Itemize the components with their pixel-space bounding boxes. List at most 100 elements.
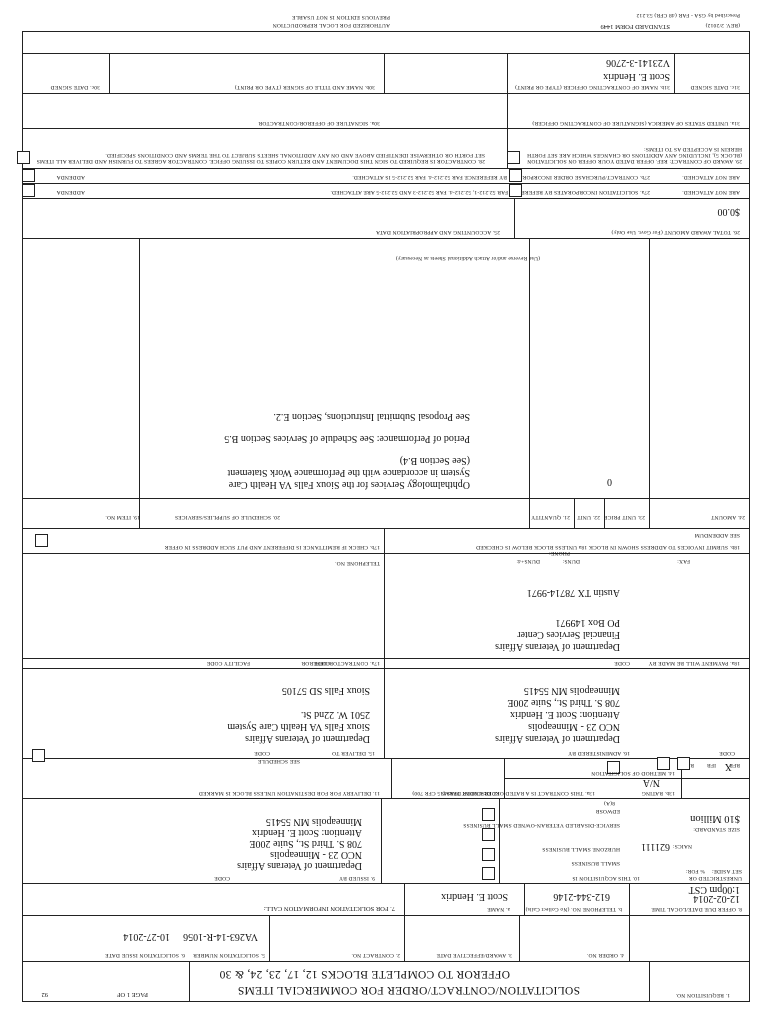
administered-line-4: 708 S. Third St., Suite 200E	[507, 697, 620, 708]
ifb-label: IFB	[706, 762, 716, 768]
schedule-line-4: Period of Performance: See Schedule of S…	[224, 433, 470, 444]
issued-by-line-4: Attention: Scott E. Hendrix	[252, 827, 362, 838]
total-award-value: $0.00	[717, 206, 741, 217]
issued-by-line-3: 708 S. Third St., Suite 200E	[249, 838, 362, 849]
offeror-signature-label: 30a. SIGNATURE OF OFFEROR/CONTRACTOR	[258, 120, 380, 126]
see-schedule-label: SEE SCHEDULE	[257, 758, 300, 764]
solicitation-number: VA263-14-R-1056	[183, 931, 258, 942]
unrestricted-label: UNRESTRICTED OR	[688, 875, 742, 881]
info-call-label: 7. FOR SOLICITATION INFORMATION CALL:	[263, 905, 395, 912]
are-not-checkbox-b[interactable]	[509, 169, 522, 182]
administered-line-3: Attention: Scott E. Hendrix	[510, 709, 620, 720]
deliver-to-line-1: Department of Veterans Affairs	[245, 733, 370, 744]
facility-code-label: FACILITY CODE	[206, 660, 250, 666]
are-attached-checkbox-b[interactable]	[22, 169, 35, 182]
issue-date-label: 6. SOLICITATION ISSUE DATE	[105, 952, 185, 958]
prescribed-by: Prescribed by GSA - FAR (48 CFR) 53.212	[636, 12, 740, 18]
method-label: 14. METHOD OF SOLICITATION	[591, 770, 675, 776]
accounting-label: 25. ACCOUNTING AND APPROPRIATION DATA	[375, 229, 500, 235]
issued-by-code-label: CODE	[214, 875, 230, 881]
quantity-value: 0	[607, 476, 612, 487]
administered-line-5: Minneapolis MN 55415	[523, 685, 620, 696]
option-8a: 8(A)	[603, 800, 615, 806]
duns-label: DUNS:	[562, 558, 580, 564]
payment-label: 18a. PAYMENT WILL BE MADE BY	[648, 660, 740, 666]
naics-label: NAICS:	[672, 843, 692, 849]
fax-label: FAX:	[677, 558, 690, 564]
contractor-phone-label: TELEPHONE NO.	[334, 560, 380, 566]
rating-label: 13b. RATING	[641, 790, 675, 796]
form-instructions: OFFEROR TO COMPLETE BLOCKS 12, 17, 23, 2…	[219, 968, 510, 980]
are-not-checkbox-a[interactable]	[509, 184, 522, 197]
form-title: SOLICITATION/CONTRACT/ORDER FOR COMMERCI…	[237, 984, 580, 996]
fob-checkbox[interactable]	[32, 749, 45, 762]
hubzone-checkbox[interactable]	[482, 828, 495, 841]
schedule-line-3: (See Section B.4)	[399, 455, 470, 466]
form-number: STANDARD FORM 1449	[600, 23, 670, 30]
administered-line-1: Department of Veterans Affairs	[495, 733, 620, 744]
requisition-label: 1. REQUISITION NO.	[675, 992, 730, 998]
administered-line-2: NCO 23 - Minneapolis	[528, 721, 620, 732]
phone-label-2: PHONE:	[548, 550, 570, 556]
sdvosb-checkbox[interactable]	[482, 808, 495, 821]
rating-value: N/A	[642, 777, 660, 788]
payment-line-3: PO Box 149971	[555, 617, 620, 628]
clause-27a: 27a. SOLICITATION INCORPORATES BY REFERE…	[330, 189, 650, 195]
rfp-mark: X	[724, 761, 732, 772]
rfq-checkbox[interactable]	[657, 757, 670, 770]
are-not-label-b: ARE NOT ATTACHED.	[681, 174, 740, 180]
award-date-label: 3. AWARD/EFFECTIVE DATE	[436, 952, 512, 958]
set-aside-label: SET ASIDE:	[711, 868, 742, 874]
clause-29: 29. AWARD OF CONTRACT: REF. OFFER DATED …	[526, 145, 742, 164]
duns4-label: DUNS+4:	[516, 558, 540, 564]
previous-edition-label: PREVIOUS EDITION IS NOT USABLE	[291, 14, 390, 20]
co-date-label: 31c. DATE SIGNED	[690, 84, 741, 90]
option-small-business: SMALL BUSINESS	[571, 860, 620, 866]
payment-line-2: Financial Services Center	[517, 629, 620, 640]
supplies-header: 20. SCHEDULE OF SUPPLIES/SERVICES	[174, 514, 280, 520]
addenda-label-b: ADDENDA	[56, 174, 85, 180]
offeror-date-label: 30c. DATE SIGNED	[50, 84, 101, 90]
contractor-code-label: CODE	[314, 660, 330, 666]
clause-27b: 27b. CONTRACT/PURCHASE ORDER INCORPORATE…	[352, 174, 650, 180]
issued-by-line-1: Department of Veterans Affairs	[237, 860, 362, 871]
are-attached-checkbox-a[interactable]	[22, 184, 35, 197]
solicitation-number-label: 5. SOLICITATION NUMBER	[193, 952, 265, 958]
deliver-to-line-3: 2501 W. 22nd St.	[300, 709, 370, 720]
deliver-to-line-4: Sioux Falls SD 57105	[281, 685, 370, 696]
naics-code: 621111	[641, 841, 670, 852]
see-addendum-label: SEE ADDENDUM	[694, 532, 740, 538]
issued-by-label: 9. ISSUED BY	[338, 875, 375, 881]
offer-due-label: 8. OFFER DUE DATE/LOCAL TIME	[651, 906, 742, 912]
us-signature-label: 31a. UNITED STATES OF AMERICA (SIGNATURE…	[532, 120, 740, 126]
remittance-label: 17b. CHECK IF REMITTANCE IS DIFFERENT AN…	[164, 544, 380, 550]
co-name-label: 31b. NAME OF CONTRACTING OFFICER (TYPE O…	[514, 84, 670, 90]
page-label: PAGE 1 OF	[116, 991, 148, 998]
issue-date: 10-27-2014	[123, 931, 170, 942]
invoice-label: 18b. SUBMIT INVOICES TO ADDRESS SHOWN IN…	[475, 544, 740, 550]
dpas-label: 13a. THIS CONTRACT IS A RATED ORDER UNDE…	[412, 790, 595, 796]
clause-28-checkbox[interactable]	[17, 151, 30, 164]
size-standard: $10 Million	[690, 813, 740, 824]
unrestricted-checkbox[interactable]	[482, 867, 495, 880]
total-award-label: 26. TOTAL AWARD AMOUNT (For Govt. Use On…	[611, 229, 740, 235]
small-business-checkbox[interactable]	[482, 848, 495, 861]
remittance-checkbox[interactable]	[35, 534, 48, 547]
issued-by-line-2: NCO 23 - Minneapolis	[270, 849, 362, 860]
deliver-to-line-2: Sioux Falls VA Health Care System	[227, 721, 370, 732]
addenda-label-a: ADDENDA	[56, 189, 85, 195]
percent-for-label: % FOR:	[685, 868, 705, 874]
ifb-checkbox[interactable]	[677, 757, 690, 770]
schedule-line-5: See Proposal Submittal Instructions, Sec…	[273, 411, 470, 422]
unit-price-header: 23. UNIT PRICE	[603, 514, 645, 520]
delivery-fob-label: 11. DELIVERY FOR FOB DESTINATION UNLESS …	[198, 790, 380, 796]
payment-line-4: Austin TX 78714-9971	[526, 587, 620, 598]
are-not-label-a: ARE NOT ATTACHED.	[681, 189, 740, 195]
issued-by-line-5: Minneapolis MN 55415	[265, 816, 362, 827]
administered-code-label: CODE	[719, 750, 735, 756]
contact-name: Scott E. Hendrix	[441, 891, 508, 902]
payment-line-1: Department of Veterans Affairs	[495, 641, 620, 652]
clause-29-checkbox[interactable]	[507, 151, 520, 164]
